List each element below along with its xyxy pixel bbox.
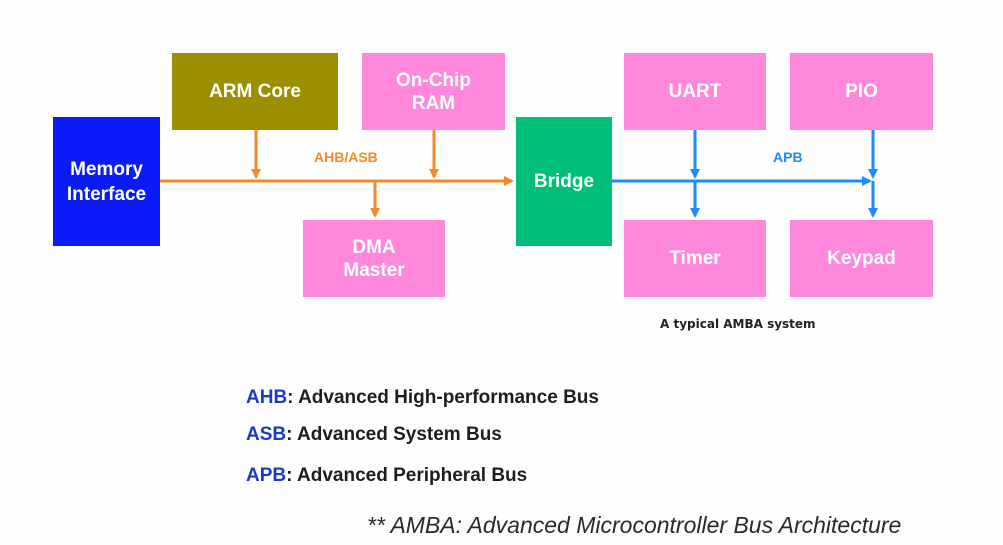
diagram-caption: A typical AMBA system [660, 317, 816, 331]
legend-abbr: ASB [246, 424, 287, 445]
memory-interface-block: Memory Interface [53, 117, 160, 246]
dma-master-label: DMA Master [343, 236, 405, 281]
pio-block: PIO [790, 53, 933, 130]
on-chip-ram-block: On-Chip RAM [362, 53, 505, 130]
uart-label: UART [668, 81, 722, 102]
ahb-asb-bus-label: AHB/ASB [314, 149, 378, 165]
legend-abbr: AHB [246, 387, 288, 408]
arm-core-label: ARM Core [209, 81, 301, 102]
legend-item-ahb: AHB: Advanced High-performance Bus [246, 387, 599, 409]
keypad-label: Keypad [827, 248, 896, 269]
uart-block: UART [624, 53, 766, 130]
legend-text: : Advanced Peripheral Bus [286, 465, 528, 486]
timer-label: Timer [669, 248, 721, 269]
dma-master-block: DMA Master [303, 220, 445, 297]
timer-block: Timer [624, 220, 766, 297]
legend-text: : Advanced High-performance Bus [287, 387, 599, 408]
legend-item-apb: APB: Advanced Peripheral Bus [246, 465, 527, 487]
on-chip-ram-label: On-Chip RAM [396, 69, 471, 114]
keypad-block: Keypad [790, 220, 933, 297]
arm-core-block: ARM Core [172, 53, 338, 130]
bridge-label: Bridge [533, 171, 595, 192]
apb-bus-label: APB [773, 149, 803, 165]
legend-item-asb: ASB: Advanced System Bus [246, 424, 502, 446]
memory-interface-label: Memory Interface [66, 158, 147, 205]
pio-label: PIO [845, 81, 878, 102]
legend-text: : Advanced System Bus [286, 424, 502, 445]
amba-footnote: ** AMBA: Advanced Microcontroller Bus Ar… [367, 512, 902, 538]
bridge-block: Bridge [516, 117, 612, 246]
legend-abbr: APB [246, 465, 287, 486]
